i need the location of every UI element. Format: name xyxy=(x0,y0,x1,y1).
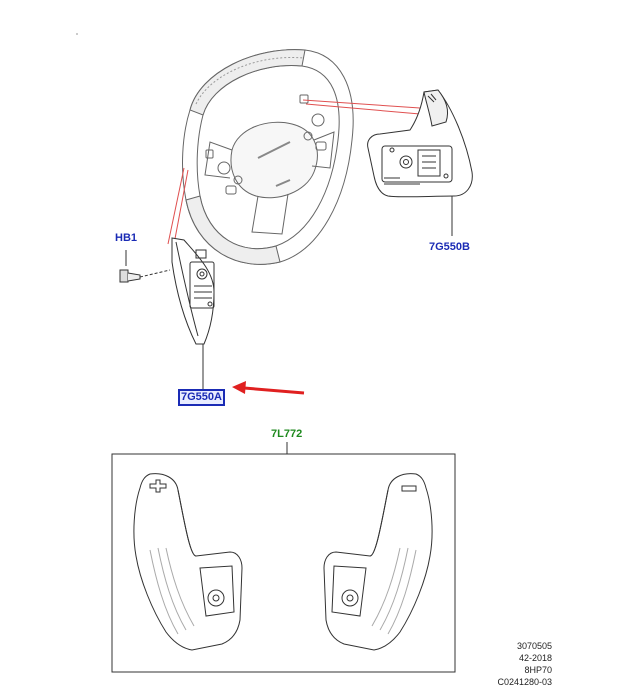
wheel-stitching xyxy=(195,56,304,105)
pointer-arrow xyxy=(232,381,305,395)
leader-line-left-a xyxy=(167,167,185,245)
stray-dot xyxy=(76,33,78,35)
pointer-arrow-head xyxy=(232,381,246,394)
kit-paddle-plus-groove-a xyxy=(149,549,179,635)
wheel-switch-left-c xyxy=(225,185,237,195)
wheel-leader-lines xyxy=(167,99,421,245)
paddle-right-switch xyxy=(399,155,413,169)
callout-7g550b[interactable]: 7G550B xyxy=(429,241,470,253)
paddle-left-screw xyxy=(207,301,213,307)
wheel-badge xyxy=(275,179,291,187)
leader-line-right-a xyxy=(302,99,421,109)
kit-frame xyxy=(111,453,456,673)
paddle-assembly-right xyxy=(367,89,473,236)
kit-paddle-minus-crease xyxy=(369,489,389,557)
paddle-right-body xyxy=(367,89,473,198)
screw-axis-line xyxy=(139,269,171,278)
kit-paddle-minus-groove-b xyxy=(379,547,409,631)
kit-7l772 xyxy=(111,442,456,673)
wheel-rim-shade-bottom xyxy=(185,195,281,265)
reference-line-3: 8HP70 xyxy=(524,665,552,675)
wheel-switch-left-a xyxy=(217,161,231,175)
wheel-paddle-mount-left xyxy=(205,149,214,159)
kit-paddle-plus-hole xyxy=(207,589,225,607)
wheel-logo-plate xyxy=(257,141,291,159)
paddle-right-switch-core xyxy=(403,159,409,165)
wheel-paddle-mount-right xyxy=(299,94,309,104)
callout-7g550a-selected[interactable]: 7G550A xyxy=(178,389,225,406)
pointer-arrow-shaft xyxy=(243,386,305,395)
reference-line-4: C0241280-03 xyxy=(497,677,552,687)
kit-paddle-minus-outline xyxy=(323,473,433,651)
kit-paddle-plus-icon xyxy=(149,479,167,493)
paddle-right-minus-mark xyxy=(427,93,437,103)
kit-paddle-minus-groove-c xyxy=(371,547,401,627)
paddle-right-tip xyxy=(423,89,449,127)
callout-7l772[interactable]: 7L772 xyxy=(271,428,303,440)
kit-paddle-plus-groove-b xyxy=(157,547,187,631)
wheel-switch-right-c xyxy=(315,141,327,151)
paddle-left-switch-core xyxy=(199,271,205,277)
leader-line-right-b xyxy=(305,103,421,115)
kit-paddle-plus-hole-core xyxy=(212,594,220,602)
kit-paddle-minus-groove-a xyxy=(387,549,417,635)
paddle-right-bracket xyxy=(417,149,441,177)
reference-line-1: 3070505 xyxy=(516,641,552,651)
paddle-left-frame xyxy=(189,261,215,309)
wheel-switch-left-b xyxy=(233,175,243,185)
kit-paddle-minus-hole xyxy=(341,589,359,607)
kit-paddle-plus-mount xyxy=(199,565,235,617)
paddle-left-body xyxy=(171,237,215,345)
paddle-right-ribs xyxy=(422,155,436,169)
kit-paddle-plus-groove-c xyxy=(165,547,195,627)
screw-shank xyxy=(127,272,141,282)
reference-block: 3070505 42-2018 8HP70 C0241280-03 xyxy=(492,640,552,688)
callout-hb1[interactable]: HB1 xyxy=(115,232,138,244)
paddle-assembly-left xyxy=(171,237,215,390)
paddle-right-frame xyxy=(381,145,453,183)
paddle-left-connector xyxy=(195,249,207,259)
screw-hb1 xyxy=(119,250,171,283)
leader-line-left-b xyxy=(173,169,189,245)
paddle-left-edge xyxy=(175,241,199,337)
paddle-right-wiring xyxy=(384,177,420,185)
paddle-left-switch xyxy=(196,268,208,280)
kit-paddle-minus xyxy=(323,473,433,651)
reference-line-2: 42-2018 xyxy=(518,653,552,663)
paddle-left-ribs xyxy=(194,285,212,299)
wheel-switch-right-a xyxy=(311,113,325,127)
screw-head xyxy=(119,269,129,283)
kit-paddle-plus-crease xyxy=(177,489,197,557)
paddle-right-screw-a xyxy=(389,147,395,153)
wheel-rim-shade-top xyxy=(189,49,306,116)
kit-paddle-minus-mount xyxy=(331,565,367,617)
wheel-switch-right-b xyxy=(303,131,313,141)
steering-wheel xyxy=(182,49,354,265)
wheel-spoke-bottom xyxy=(251,193,289,235)
kit-paddle-plus xyxy=(133,473,243,651)
wheel-airbag xyxy=(230,121,318,199)
kit-paddle-minus-hole-core xyxy=(346,594,354,602)
paddle-right-screw-b xyxy=(443,173,449,179)
kit-paddle-plus-outline xyxy=(133,473,243,651)
kit-paddle-minus-icon xyxy=(401,485,417,492)
wheel-spoke-right xyxy=(311,131,335,169)
